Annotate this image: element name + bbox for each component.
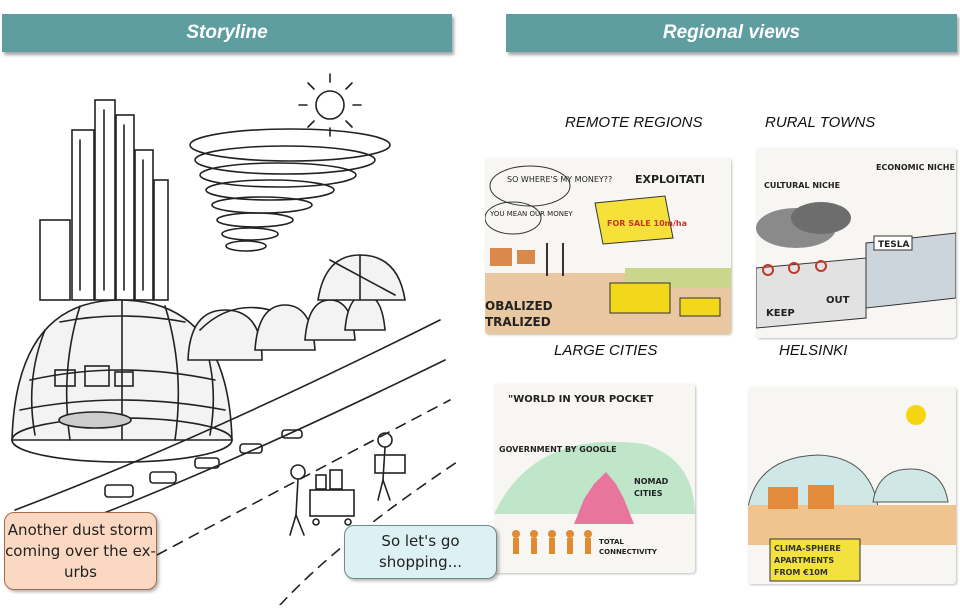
helsinki-sign-2: APARTMENTS: [774, 556, 834, 565]
rural-label-1: CULTURAL NICHE: [764, 181, 840, 190]
rural-sign: TESLA: [878, 240, 910, 250]
remote-heading: EXPLOITATI: [635, 173, 705, 186]
thumb-helsinki: CLIMA-SPHERE APARTMENTS FROM €10M: [748, 387, 956, 584]
rural-towns-drawing: CULTURAL NICHE ECONOMIC NICHE TESLA KEEP…: [756, 163, 956, 329]
cities-total-2: CONNECTIVITY: [599, 548, 658, 556]
caption-helsinki: HELSINKI: [779, 342, 848, 359]
cities-gov: GOVERNMENT BY GOOGLE: [499, 445, 617, 454]
caption-large-cities: LARGE CITIES: [554, 342, 658, 359]
helsinki-sign-3: FROM €10M: [774, 568, 828, 577]
remote-speech-1: SO WHERE'S MY MONEY??: [507, 175, 612, 184]
shopping-text: So let's go shopping...: [378, 532, 463, 571]
cities-nomad-2: CITIES: [634, 489, 663, 498]
storyline-sketch: [0, 60, 470, 606]
helsinki-sign-1: CLIMA-SPHERE: [774, 544, 841, 553]
remote-regions-drawing: SO WHERE'S MY MONEY?? YOU MEAN OUR MONEY…: [485, 165, 731, 334]
cities-total-1: TOTAL: [599, 538, 624, 546]
thumb-remote-regions: SO WHERE'S MY MONEY?? YOU MEAN OUR MONEY…: [485, 158, 731, 334]
rural-footer-1: KEEP: [766, 308, 795, 319]
cities-nomad-1: NOMAD: [634, 477, 669, 486]
helsinki-drawing: CLIMA-SPHERE APARTMENTS FROM €10M: [748, 405, 956, 582]
rural-label-2: ECONOMIC NICHE: [876, 163, 955, 172]
remote-footer-2: TRALIZED: [485, 315, 551, 329]
storyline-banner: Storyline: [2, 14, 452, 52]
thumb-large-cities: "WORLD IN YOUR POCKET GOVERNMENT BY GOOG…: [494, 384, 695, 573]
caption-rural-towns: RURAL TOWNS: [765, 114, 876, 131]
remote-footer-1: OBALIZED: [485, 299, 553, 313]
dust-storm-text: Another dust storm coming over the ex-ur…: [5, 520, 156, 581]
shopping-callout: So let's go shopping...: [344, 525, 497, 579]
caption-remote-regions: REMOTE REGIONS: [565, 114, 703, 131]
remote-sign: FOR SALE 10m/ha: [607, 219, 687, 228]
regional-views-title: Regional views: [662, 22, 801, 43]
thumb-rural-towns: CULTURAL NICHE ECONOMIC NICHE TESLA KEEP…: [756, 148, 956, 338]
storyline-title: Storyline: [186, 22, 268, 43]
regional-views-banner: Regional views: [506, 14, 957, 52]
storyline-illustration: [11, 73, 461, 606]
large-cities-drawing: "WORLD IN YOUR POCKET GOVERNMENT BY GOOG…: [494, 394, 695, 556]
remote-speech-2: YOU MEAN OUR MONEY: [489, 210, 573, 218]
cities-heading: "WORLD IN YOUR POCKET: [508, 394, 654, 405]
rural-footer-2: OUT: [826, 295, 850, 306]
dust-storm-callout: Another dust storm coming over the ex-ur…: [4, 512, 157, 590]
